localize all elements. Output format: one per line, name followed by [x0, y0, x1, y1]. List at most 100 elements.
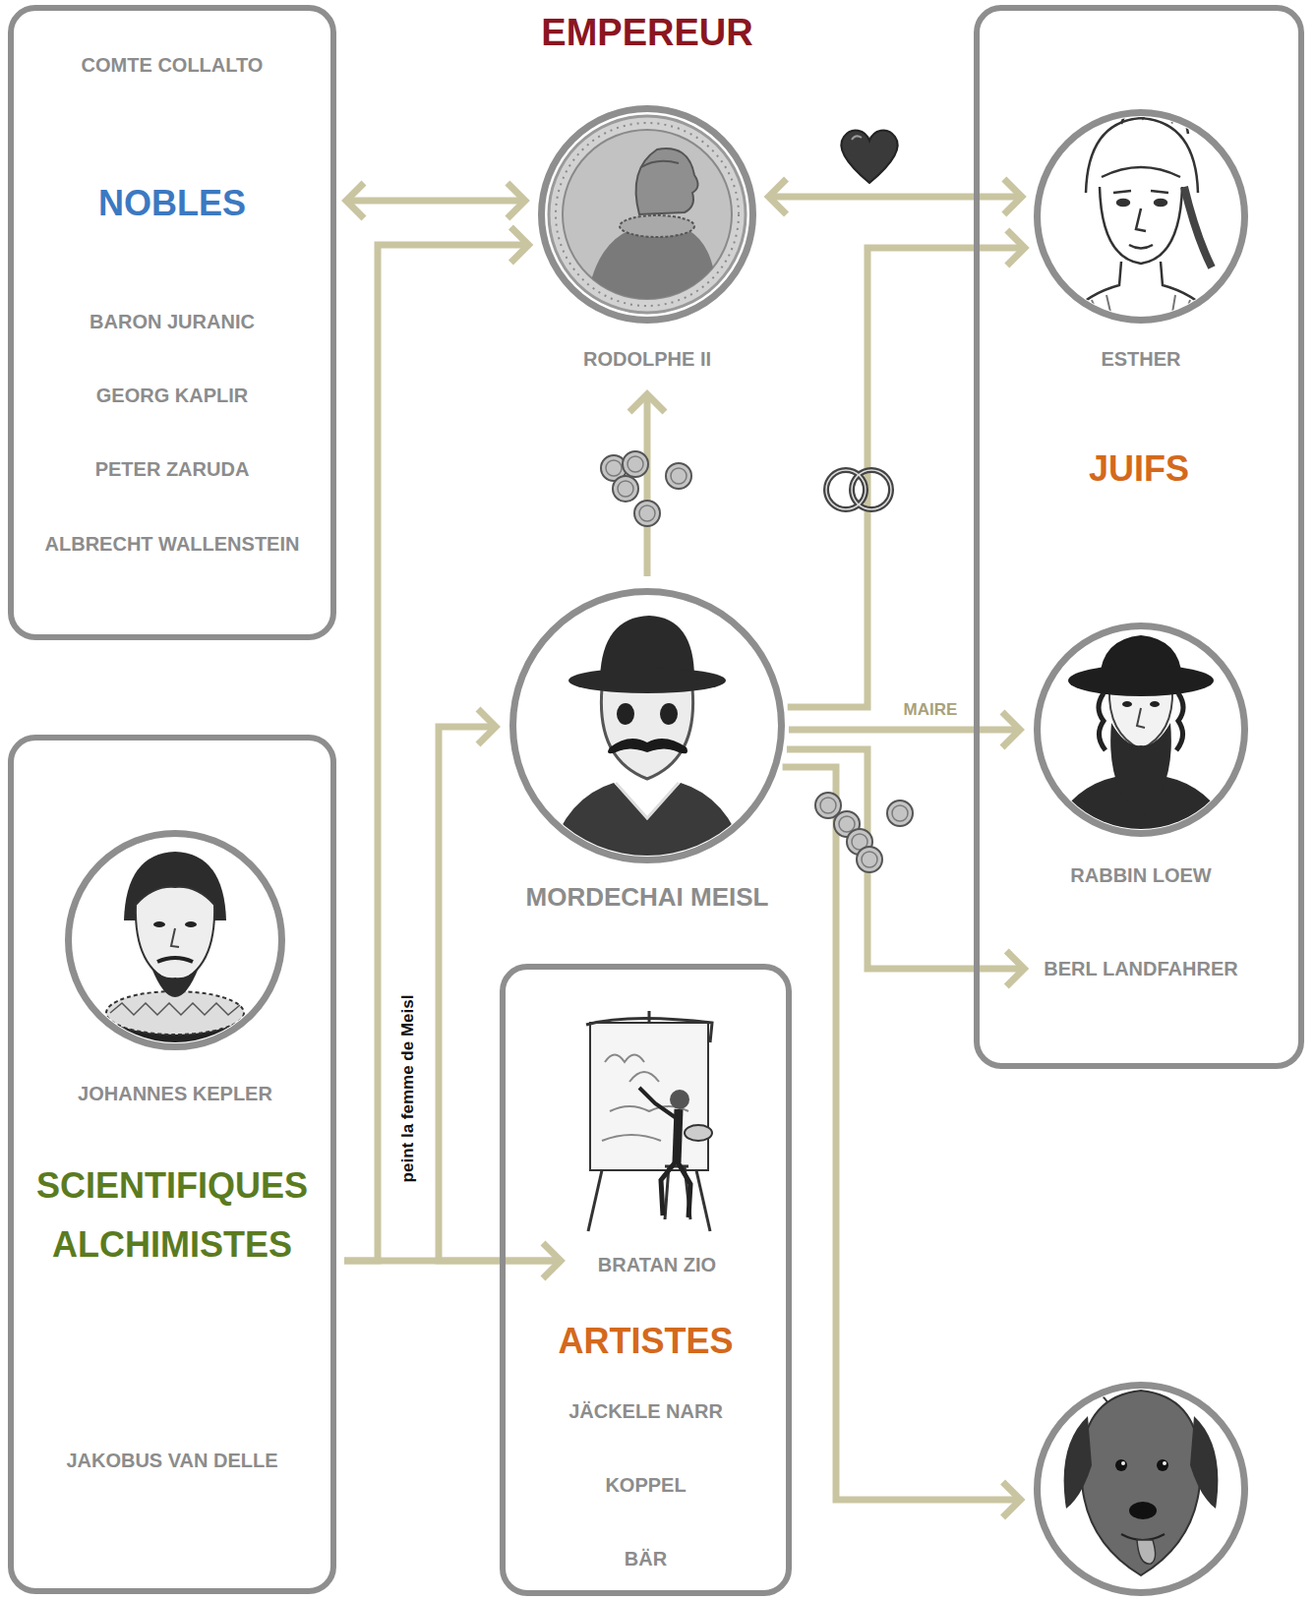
esther-portrait	[1101, 167, 1181, 178]
connector-line	[346, 197, 526, 205]
coins	[665, 463, 692, 489]
meisl-portrait	[607, 738, 688, 754]
painter-illustration	[696, 1170, 711, 1232]
coins	[622, 451, 649, 478]
wedding-rings	[826, 470, 866, 510]
kepler-portrait	[135, 887, 215, 984]
esther-portrait	[1117, 199, 1130, 206]
rabbi-portrait	[1136, 708, 1145, 728]
heart-symbol	[851, 135, 862, 140]
esther-portrait	[1113, 190, 1169, 193]
coins	[600, 451, 913, 873]
coin-portrait	[586, 148, 717, 305]
portrait-circle: MORDECHAI MEISL	[509, 588, 785, 864]
esther-portrait	[1085, 118, 1198, 193]
painter-illustration	[586, 1011, 713, 1232]
dog-portrait	[1115, 1459, 1128, 1472]
connector-arrow	[769, 179, 1022, 215]
person-name: RODOLPHE II	[583, 347, 712, 371]
arrow-head	[510, 227, 529, 263]
heart-symbol	[840, 129, 897, 183]
dog-portrait	[1121, 1461, 1126, 1466]
kepler-portrait	[106, 991, 244, 1035]
dog-portrait	[1121, 1534, 1165, 1541]
coins	[634, 500, 660, 527]
rabbi-portrait	[1110, 722, 1172, 819]
kepler-portrait	[110, 1003, 240, 1016]
arrow-head	[1002, 712, 1020, 748]
rabbi-portrait	[1098, 693, 1106, 751]
connector-arrow	[787, 230, 1025, 708]
portrait-circle: EMPEREURRODOLPHE II	[537, 105, 757, 324]
group-title: ARTISTES	[557, 1319, 733, 1363]
dog-portrait	[1129, 1501, 1157, 1520]
coin-portrait	[619, 215, 695, 238]
coin-portrait	[555, 122, 739, 306]
person-name: JAKOBUS VAN DELLE	[65, 1448, 278, 1473]
esther-portrait	[1154, 199, 1167, 206]
rabbi-portrait	[1048, 635, 1234, 837]
arrow-head	[629, 394, 665, 413]
dog-portrait	[1081, 1390, 1201, 1576]
wedding-rings	[851, 470, 892, 510]
rabbi-portrait	[1122, 701, 1133, 708]
group-box: JUIFSESTHERRABBIN LOEWBERL LANDFAHRER	[973, 4, 1305, 1070]
rabbi-portrait	[1068, 664, 1214, 697]
group-box: SCIENTIFIQUES ALCHIMISTES JAKOBUS VAN DEL…	[7, 734, 337, 1595]
kepler-portrait	[157, 957, 193, 962]
kepler-portrait	[84, 851, 266, 1063]
esther-portrait	[1135, 208, 1146, 232]
connector-line	[769, 193, 1022, 201]
coin-portrait	[548, 116, 746, 313]
dog-portrait	[1162, 1461, 1167, 1466]
person-name: ESTHER	[1100, 347, 1181, 371]
coins	[887, 800, 913, 827]
edge-label: peint la femme de Meisl	[398, 995, 419, 1184]
group-title: SCIENTIFIQUES ALCHIMISTES	[24, 1156, 320, 1275]
wedding-rings	[826, 470, 892, 510]
connector-line	[782, 767, 1021, 1500]
painter-illustration	[590, 1022, 709, 1171]
coin-portrait	[641, 161, 679, 168]
wedding-rings	[851, 470, 892, 510]
meisl-portrait	[546, 615, 748, 866]
group-box: COMTE COLLALTONOBLESBARON JURANICGEORG K…	[7, 4, 337, 641]
person-name: ALBRECHT WALLENSTEIN	[45, 532, 300, 556]
arrow-head	[1003, 1482, 1021, 1518]
painter-illustration	[586, 1017, 713, 1043]
portrait-circle: ESTHER	[1033, 109, 1249, 324]
dog-portrait	[1064, 1416, 1092, 1509]
person-name: GEORG KAPLIR	[96, 383, 248, 408]
kepler-portrait	[171, 928, 180, 948]
artist-node: BRATAN ZIO	[568, 1003, 746, 1284]
meisl-portrait	[616, 703, 635, 725]
person-name: JOHANNES KEPLER	[77, 1081, 273, 1106]
person-name: BERL LANDFAHRER	[1043, 956, 1238, 981]
coin-portrait	[586, 230, 717, 305]
dog-portrait	[1156, 1459, 1169, 1472]
kepler-portrait	[151, 967, 199, 998]
painter-illustration	[588, 1170, 602, 1232]
rabbi-portrait	[1176, 693, 1184, 751]
kepler-portrait	[184, 921, 197, 928]
painter-illustration	[684, 1125, 713, 1141]
connector-line	[787, 247, 1025, 708]
group-box: ARTISTESJÄCKELE NARRKOPPELBÄRBRATAN ZIO	[499, 963, 792, 1597]
connector-arrow	[782, 767, 1021, 1518]
arrow-head	[507, 182, 526, 219]
meisl-portrait	[546, 782, 748, 866]
painter-illustration	[660, 1160, 691, 1218]
person-name: BARON JURANIC	[89, 309, 255, 334]
connector-arrow	[346, 182, 526, 219]
coin-portrait	[636, 148, 699, 215]
meisl-portrait	[615, 782, 679, 819]
arrow-head	[478, 709, 496, 745]
dog-portrait	[1064, 1389, 1219, 1576]
coins	[815, 792, 841, 819]
esther-portrait	[1184, 186, 1212, 268]
connector-arrow	[786, 749, 1024, 987]
heart-symbol	[840, 129, 897, 183]
coin-portrait	[548, 116, 746, 313]
